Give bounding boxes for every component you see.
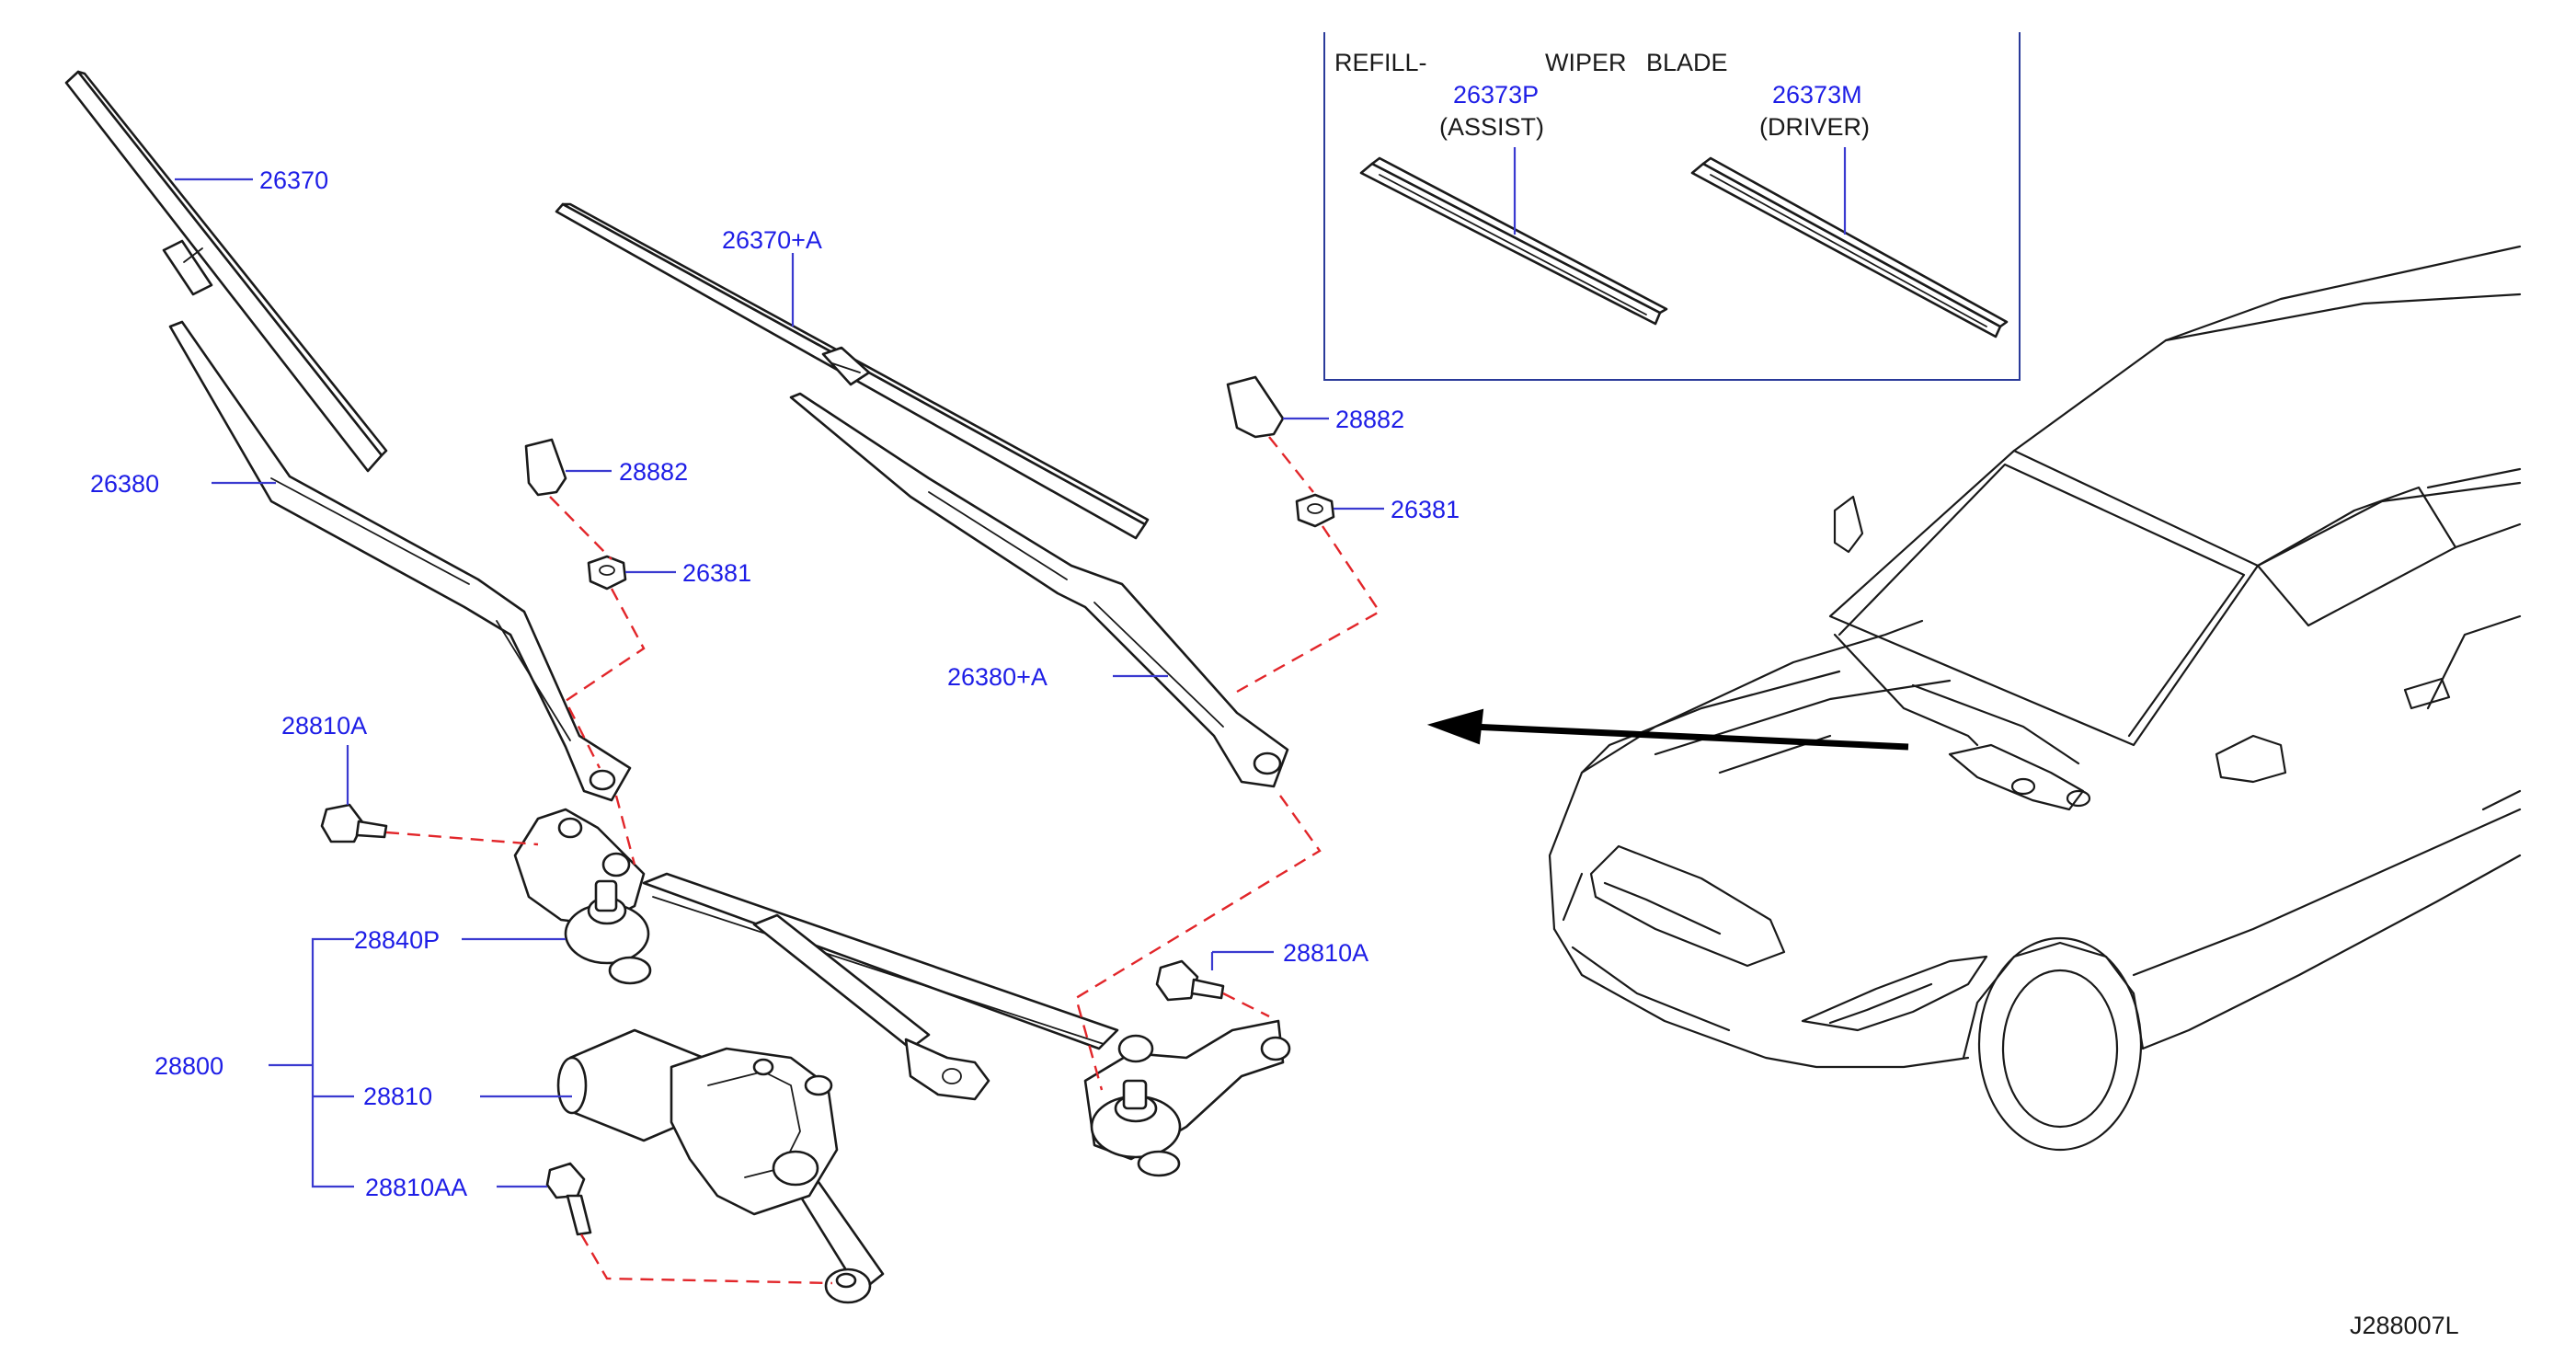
wiper-blade-left [64, 70, 388, 473]
callout-cap-right: 28882 [1335, 406, 1404, 433]
mount-bolt-left [320, 803, 388, 843]
motor-bolt [545, 1162, 592, 1236]
pivot-cap-right [1226, 375, 1285, 439]
callout-nut-right: 26381 [1391, 496, 1460, 523]
callout-arm-right: 26380+A [947, 663, 1048, 691]
callout-arm-left: 26380 [90, 470, 159, 498]
refill-label-refill: REFILL- [1334, 49, 1427, 76]
callout-bolt-right: 28810A [1283, 939, 1368, 967]
assembly-bracket [269, 937, 354, 1188]
callout-cap-left: 28882 [619, 458, 688, 486]
car-illustration [1548, 245, 2522, 1152]
refill-assist-note: (ASSIST) [1439, 113, 1544, 141]
wiper-blade-right [555, 202, 1150, 540]
pivot-nut-right [1295, 493, 1335, 528]
callout-blade-right: 26370+A [722, 226, 822, 254]
callout-motor-bolt: 28810AA [365, 1174, 467, 1201]
refill-assist-part-number: 26373P [1453, 81, 1539, 109]
callout-motor: 28810 [363, 1083, 432, 1110]
refill-inset-frame [1323, 32, 2021, 381]
wiper-motor [556, 1028, 839, 1216]
mount-bolt-right [1155, 959, 1225, 1002]
assembly-links [385, 436, 1381, 1285]
callout-nut-left: 26381 [682, 559, 751, 587]
callout-pivot: 28840P [354, 926, 440, 954]
pivot-nut-left [587, 555, 627, 591]
refill-label-wiper: WIPER [1545, 49, 1627, 76]
diagram-code: J288007L [2350, 1312, 2459, 1339]
refill-strip-driver [1690, 156, 2009, 338]
location-arrow [1426, 708, 1909, 751]
refill-strip-assist [1359, 156, 1668, 326]
refill-label-blade: BLADE [1646, 49, 1728, 76]
wiper-arm-right [789, 392, 1289, 788]
refill-driver-note: (DRIVER) [1759, 113, 1870, 141]
callout-bolt-left: 28810A [281, 712, 367, 740]
callout-assembly: 28800 [155, 1052, 223, 1080]
wiper-arm-left [168, 320, 632, 802]
callout-blade-left: 26370 [259, 166, 328, 194]
wiper-linkage [513, 808, 1291, 1304]
refill-driver-part-number: 26373M [1772, 81, 1862, 109]
refill-inset: REFILL- WIPER BLADE 26373P (ASSIST) 2637… [1323, 32, 2021, 381]
pivot-cap-left [524, 438, 567, 497]
